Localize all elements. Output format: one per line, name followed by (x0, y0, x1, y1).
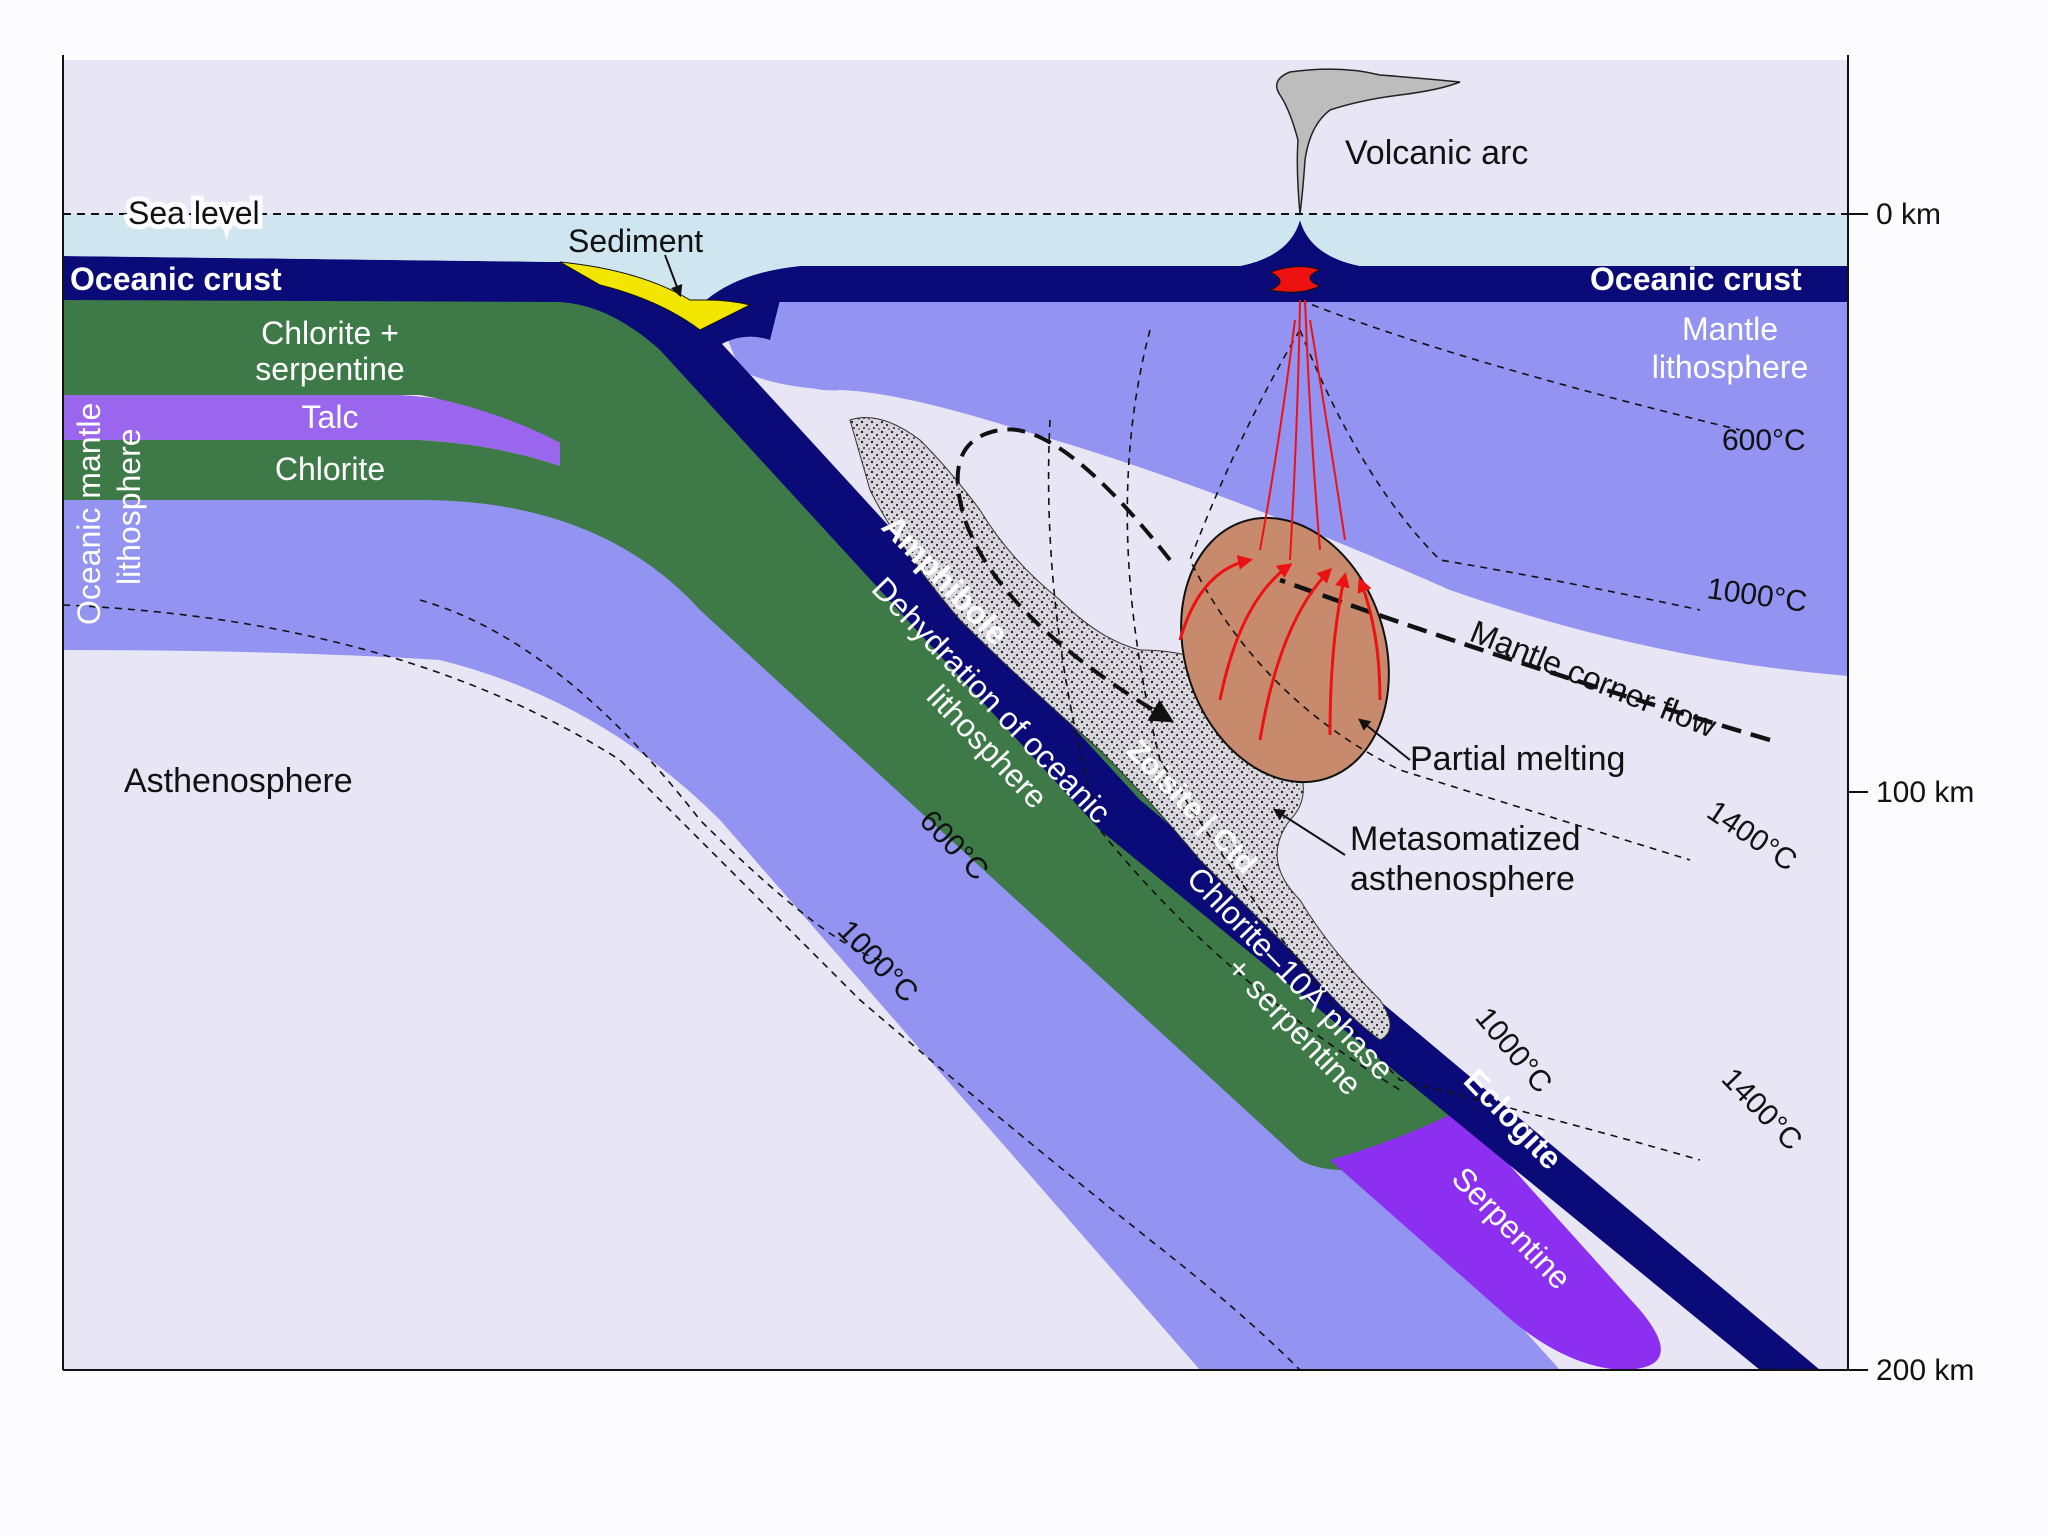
depth-label-0: 0 km (1876, 198, 1941, 231)
mantle-lithosphere-label-2: lithosphere (1652, 349, 1809, 385)
mantle-lithosphere-right (770, 302, 1848, 676)
corner-flow-loop (955, 427, 1175, 723)
sea-level-label: Sea level (128, 195, 260, 231)
depth-label-200: 200 km (1876, 1354, 1974, 1387)
talc-label: Talc (302, 399, 359, 435)
overriding-oceanic-crust (706, 220, 1848, 306)
mantle-lithosphere-label-1: Mantle (1682, 311, 1778, 347)
volcano-plume (1275, 68, 1461, 215)
partial-melting-label: Partial melting (1410, 740, 1625, 778)
serpentine-body (1330, 1110, 1661, 1370)
chlorite-serpentine-label-2: serpentine (255, 351, 404, 387)
oceanic-mantle-label-2: lithosphere (111, 428, 147, 585)
chlorite-label: Chlorite (275, 451, 385, 487)
sediment-label: Sediment (568, 223, 703, 259)
oceanic-crust-left-label: Oceanic crust (70, 261, 282, 297)
sediment-leader (664, 254, 683, 298)
melt-arrows (1178, 555, 1382, 741)
mantle-lithosphere-nose (712, 300, 1848, 390)
magma-chamber (1268, 266, 1322, 293)
metasomatized-leader (1272, 808, 1346, 856)
partial-melting-leader (1358, 718, 1411, 761)
asthenosphere-label: Asthenosphere (124, 762, 353, 800)
subducting-oceanic-crust (63, 256, 1820, 1370)
oceanic-crust-right-label: Oceanic crust (1590, 261, 1802, 297)
metasomatized-asthenosphere (849, 417, 1391, 1041)
oceanic-lithosphere-upper-left (63, 495, 1560, 1370)
metasomatized-label-1: Metasomatized (1350, 820, 1581, 858)
isotherm-600-wedge: 600°C (1722, 424, 1806, 457)
chlorite-serpentine-label-1: Chlorite + (261, 315, 399, 351)
oceanic-mantle-label-1: Oceanic mantle (71, 403, 107, 625)
isotherm-lines (62, 299, 1741, 1371)
depth-label-100: 100 km (1876, 776, 1974, 809)
sediment-wedge (559, 261, 752, 331)
metasomatized-label-2: asthenosphere (1350, 860, 1575, 898)
volcanic-arc-label: Volcanic arc (1345, 134, 1528, 172)
mantle-corner-flow-line (1279, 577, 1771, 743)
sea-water (63, 212, 1848, 305)
magma-ascent-paths (1259, 299, 1346, 561)
